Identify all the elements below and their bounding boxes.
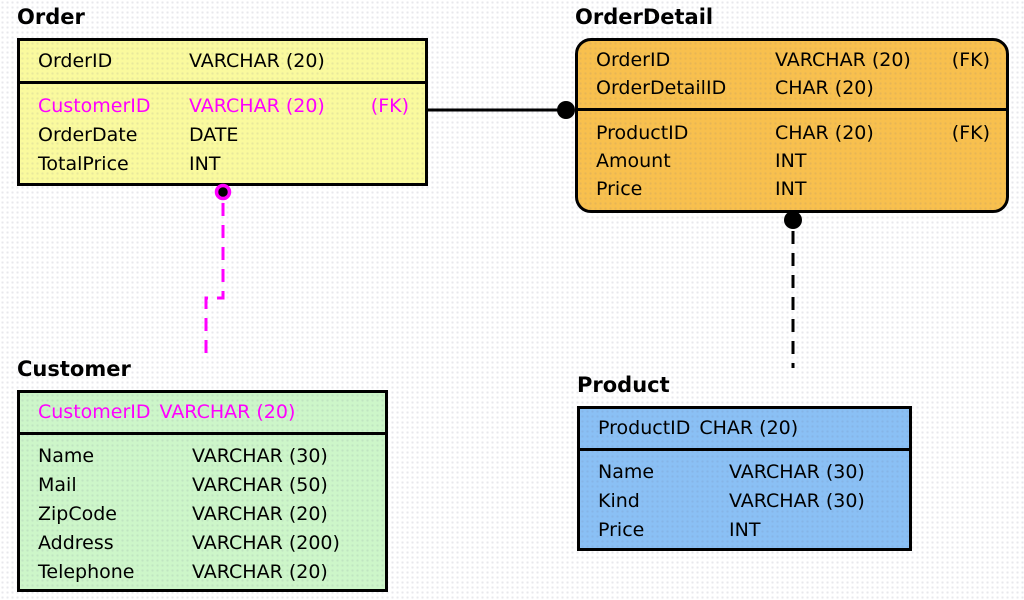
attribute-name: OrderID — [38, 49, 113, 72]
attribute-name: Telephone — [38, 561, 135, 583]
attribute-row[interactable]: Kind VARCHAR (30) — [598, 487, 893, 516]
attribute-name: Name — [598, 461, 655, 483]
attribute-row[interactable]: CustomerID VARCHAR (20) — [38, 398, 305, 427]
attribute-row[interactable]: Price INT — [596, 175, 990, 203]
attribute-name: Amount — [596, 150, 671, 172]
attribute-name: Price — [596, 178, 643, 200]
attribute-type: VARCHAR (20) — [189, 95, 325, 117]
attribute-name: Price — [598, 519, 645, 541]
attribute-section-order: CustomerID VARCHAR (20) (FK) OrderDate D… — [20, 84, 425, 179]
dashed-relationship-line[interactable] — [204, 203, 225, 353]
attribute-type: INT — [729, 519, 761, 541]
entity-title-orderdetail: OrderDetail — [575, 5, 714, 29]
relationship-orderdetail-product[interactable] — [784, 211, 802, 368]
attribute-type: VARCHAR (30) — [729, 461, 865, 483]
attribute-type: VARCHAR (30) — [729, 490, 865, 512]
attribute-section-customer: Name VARCHAR (30) Mail VARCHAR (50) ZipC… — [20, 435, 385, 587]
attribute-row[interactable]: Name VARCHAR (30) — [598, 458, 893, 487]
entity-order[interactable]: Order OrderID VARCHAR (20) CustomerID VA… — [17, 5, 428, 186]
attribute-row[interactable]: OrderDate DATE — [38, 121, 409, 150]
fk-badge: (FK) — [370, 95, 409, 117]
attribute-section-orderdetail: ProductID CHAR (20) (FK) Amount INT Pric… — [578, 111, 1006, 203]
attribute-name: Name — [38, 445, 95, 467]
attribute-type: INT — [189, 153, 221, 175]
attribute-row[interactable]: Price INT — [598, 516, 893, 545]
attribute-type: CHAR (20) — [699, 417, 799, 439]
connector-dot[interactable] — [557, 101, 575, 119]
attribute-name: Mail — [38, 474, 77, 496]
key-section-product: ProductID CHAR (20) — [580, 409, 909, 451]
entity-orderdetail[interactable]: OrderDetail OrderID VARCHAR (20) (FK) Or… — [575, 5, 1009, 213]
entity-box-orderdetail[interactable]: OrderID VARCHAR (20) (FK) OrderDetailID … — [575, 38, 1009, 213]
attribute-row[interactable]: ZipCode VARCHAR (20) — [38, 500, 369, 529]
relationship-order-customer[interactable] — [204, 183, 232, 354]
key-section-customer: CustomerID VARCHAR (20) — [20, 393, 385, 435]
attribute-type: VARCHAR (50) — [192, 474, 328, 496]
attribute-row[interactable]: OrderID VARCHAR (20) (FK) — [596, 46, 990, 74]
key-section-orderdetail: OrderID VARCHAR (20) (FK) OrderDetailID … — [578, 41, 1006, 111]
attribute-type: VARCHAR (20) — [192, 561, 328, 583]
attribute-row[interactable]: Amount INT — [596, 147, 990, 175]
relationship-order-orderdetail[interactable] — [428, 101, 575, 119]
key-section-order: OrderID VARCHAR (20) — [20, 41, 425, 84]
attribute-type: INT — [775, 178, 807, 200]
attribute-type: VARCHAR (30) — [192, 445, 328, 467]
entity-customer[interactable]: Customer CustomerID VARCHAR (20) Name VA… — [17, 357, 388, 592]
attribute-type: VARCHAR (20) — [189, 49, 325, 72]
attribute-type: INT — [775, 150, 807, 172]
entity-title-order: Order — [17, 5, 85, 29]
attribute-type: VARCHAR (200) — [192, 532, 340, 554]
attribute-name: Address — [38, 532, 114, 554]
attribute-name: CustomerID — [38, 95, 151, 117]
attribute-name: CustomerID — [38, 401, 151, 423]
attribute-row[interactable]: Telephone VARCHAR (20) — [38, 558, 369, 587]
attribute-type: VARCHAR (20) — [192, 503, 328, 525]
attribute-row[interactable]: OrderDetailID CHAR (20) — [596, 74, 990, 102]
attribute-row[interactable]: Address VARCHAR (200) — [38, 529, 369, 558]
attribute-name: TotalPrice — [38, 153, 129, 175]
attribute-name: OrderDetailID — [596, 77, 727, 99]
attribute-section-product: Name VARCHAR (30) Kind VARCHAR (30) Pric… — [580, 451, 909, 545]
attribute-type: VARCHAR (20) — [159, 401, 296, 423]
attribute-type: CHAR (20) — [775, 77, 874, 99]
attribute-row[interactable]: ProductID CHAR (20) — [598, 414, 808, 443]
connector-dot[interactable] — [214, 183, 232, 201]
attribute-row[interactable]: ProductID CHAR (20) (FK) — [596, 119, 990, 147]
attribute-row[interactable]: OrderID VARCHAR (20) — [38, 47, 335, 76]
fk-badge: (FK) — [951, 49, 990, 71]
attribute-name: ZipCode — [38, 503, 117, 525]
attribute-row[interactable]: CustomerID VARCHAR (20) (FK) — [38, 92, 409, 121]
entity-product[interactable]: Product ProductID CHAR (20) Name VARCHAR… — [577, 373, 912, 551]
attribute-name: ProductID — [596, 122, 689, 144]
attribute-type: CHAR (20) — [775, 122, 874, 144]
attribute-name: OrderID — [596, 49, 671, 71]
attribute-row[interactable]: Name VARCHAR (30) — [38, 442, 369, 471]
attribute-row[interactable]: Mail VARCHAR (50) — [38, 471, 369, 500]
entity-title-product: Product — [577, 373, 670, 397]
fk-badge: (FK) — [951, 122, 990, 144]
attribute-name: Kind — [598, 490, 640, 512]
attribute-type: DATE — [189, 124, 239, 146]
entity-box-order[interactable]: OrderID VARCHAR (20) CustomerID VARCHAR … — [17, 38, 428, 186]
entity-box-customer[interactable]: CustomerID VARCHAR (20) Name VARCHAR (30… — [17, 390, 388, 592]
attribute-type: VARCHAR (20) — [775, 49, 911, 71]
attribute-name: ProductID — [598, 417, 691, 439]
entity-title-customer: Customer — [17, 357, 131, 381]
attribute-row[interactable]: TotalPrice INT — [38, 150, 409, 179]
connector-dot[interactable] — [784, 211, 802, 229]
entity-box-product[interactable]: ProductID CHAR (20) Name VARCHAR (30) Ki… — [577, 406, 912, 551]
attribute-name: OrderDate — [38, 124, 138, 146]
